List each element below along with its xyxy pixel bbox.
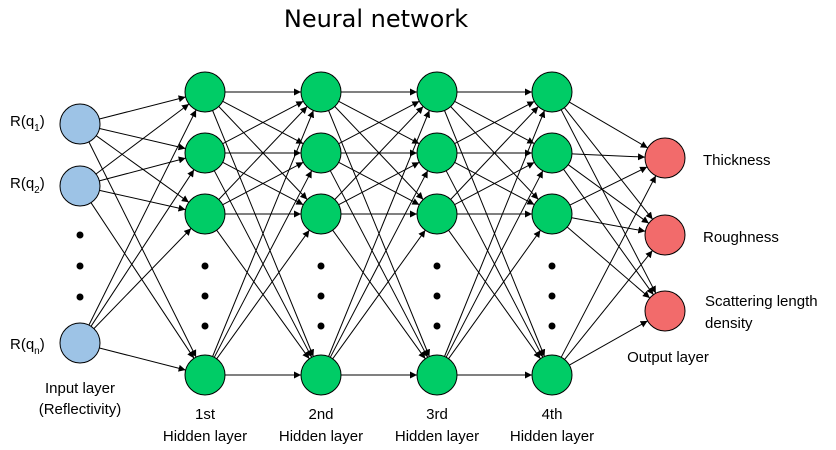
connection-arrow xyxy=(216,229,310,360)
connection-arrow xyxy=(569,166,648,206)
ellipsis-dot xyxy=(317,292,325,300)
ellipsis-dot xyxy=(548,262,556,270)
ellipsis-dot xyxy=(548,322,556,330)
hidden-layer-4-label: Hidden layer xyxy=(510,428,594,445)
ellipsis-dot xyxy=(317,262,325,270)
ellipsis-dot xyxy=(201,262,209,270)
output-node-3 xyxy=(644,290,686,332)
hidden-layer-2-label: Hidden layer xyxy=(279,428,363,445)
connection-arrow xyxy=(218,106,308,200)
connection-arrow xyxy=(560,109,657,294)
connection-arrow xyxy=(566,226,651,299)
hidden-3-node-2 xyxy=(416,132,458,174)
output-label-roughness: Roughness xyxy=(703,229,779,246)
connection-arrow xyxy=(564,250,653,360)
output-label-sld-line2: density xyxy=(705,315,753,332)
connection-arrow xyxy=(99,347,186,372)
connection-arrow xyxy=(571,217,646,234)
connection-arrow xyxy=(90,202,195,359)
ellipsis-dot xyxy=(433,292,441,300)
input-label-n: R(qn) xyxy=(10,336,45,357)
connection-arrow xyxy=(450,106,539,200)
hidden-layer-3-label: Hidden layer xyxy=(395,428,479,445)
connection-arrow xyxy=(213,170,313,358)
connection-arrow xyxy=(445,170,544,358)
hidden-layer-1-label: Hidden layer xyxy=(163,428,247,445)
connection-arrow xyxy=(338,100,420,145)
ellipsis-dot xyxy=(76,262,84,270)
output-label-sld-line1: Scattering length xyxy=(705,293,818,310)
connection-arrow xyxy=(448,230,541,359)
connection-arrow xyxy=(328,110,430,357)
hidden-layer-4-ordinal: 4th xyxy=(542,406,563,423)
ellipsis-dot xyxy=(548,292,556,300)
hidden-1-node-4 xyxy=(184,354,226,396)
connection-arrow xyxy=(222,161,304,206)
connection-arrow xyxy=(338,161,420,206)
hidden-3-node-1 xyxy=(416,71,458,113)
hidden-layer-2-ordinal: 2nd xyxy=(308,406,333,423)
ellipsis-dots xyxy=(76,231,556,330)
connection-arrow xyxy=(212,110,314,357)
ellipsis-dot xyxy=(201,292,209,300)
ellipsis-dot xyxy=(76,293,84,301)
output-node-2 xyxy=(644,214,686,256)
connection-arrow xyxy=(329,170,429,358)
ellipsis-dot xyxy=(433,322,441,330)
connection-arrow xyxy=(567,164,650,224)
hidden-4-node-1 xyxy=(531,71,573,113)
connection-arrow xyxy=(90,169,195,327)
hidden-layer-3-ordinal: 3rd xyxy=(426,406,448,423)
diagram-title: Neural network xyxy=(284,5,468,33)
connection-arrow xyxy=(564,107,653,220)
connection-arrow xyxy=(560,175,657,358)
hidden-2-node-3 xyxy=(300,193,342,235)
hidden-4-node-3 xyxy=(531,193,573,235)
connection-arrow xyxy=(334,106,424,200)
connection-arrow xyxy=(95,103,190,175)
connection-arrow xyxy=(88,109,197,326)
hidden-4-node-2 xyxy=(531,132,573,174)
connection-arrow xyxy=(88,141,197,358)
input-label-2: R(q2) xyxy=(10,175,45,196)
connection-arrow xyxy=(222,100,304,145)
input-label-1: R(q1) xyxy=(10,113,45,134)
connection-arrow xyxy=(563,169,654,295)
hidden-2-node-1 xyxy=(300,71,342,113)
connection-arrow xyxy=(569,320,648,366)
hidden-4-node-4 xyxy=(531,354,573,396)
ellipsis-dot xyxy=(317,322,325,330)
ellipsis-dot xyxy=(76,231,84,239)
hidden-1-node-1 xyxy=(184,71,226,113)
hidden-2-node-4 xyxy=(300,354,342,396)
hidden-3-node-3 xyxy=(416,193,458,235)
nodes xyxy=(59,71,686,396)
output-layer-label: Output layer xyxy=(627,349,709,366)
ellipsis-dot xyxy=(433,262,441,270)
hidden-layer-1-ordinal: 1st xyxy=(195,406,216,423)
hidden-2-node-2 xyxy=(300,132,342,174)
connections xyxy=(88,88,657,379)
connection-arrow xyxy=(332,229,426,360)
connection-arrow xyxy=(99,95,186,120)
input-layer-sublabel: (Reflectivity) xyxy=(39,401,122,418)
hidden-3-node-4 xyxy=(416,354,458,396)
output-label-thickness: Thickness xyxy=(703,152,771,169)
ellipsis-dot xyxy=(201,322,209,330)
output-node-1 xyxy=(644,137,686,179)
connection-arrow xyxy=(571,153,646,161)
connection-arrow xyxy=(93,228,192,329)
connection-arrow xyxy=(569,101,648,149)
input-node-1 xyxy=(59,103,101,145)
input-node-3 xyxy=(59,322,101,364)
input-layer-label: Input layer xyxy=(45,380,115,397)
connection-arrow xyxy=(454,100,535,145)
hidden-1-node-3 xyxy=(184,193,226,235)
connection-arrow xyxy=(99,189,186,212)
input-node-2 xyxy=(59,165,101,207)
connection-arrow xyxy=(444,110,546,357)
hidden-1-node-2 xyxy=(184,132,226,174)
connection-arrow xyxy=(99,156,186,182)
